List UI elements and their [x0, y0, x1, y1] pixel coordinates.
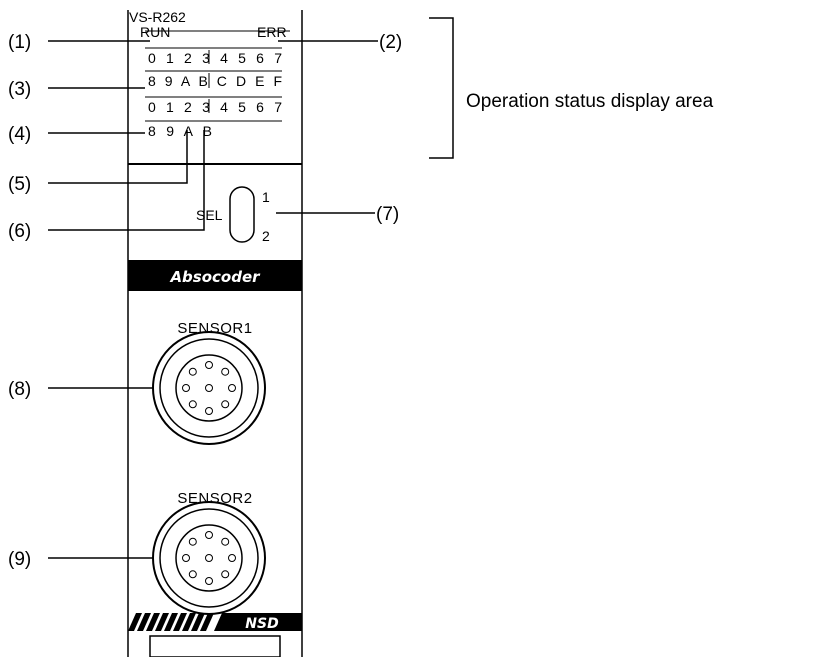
led-separators	[145, 47, 282, 122]
callout-1: (1)	[8, 32, 31, 53]
led-row-3: 0 1 2 3 4 5 6 7	[148, 99, 282, 115]
callout-7: (7)	[376, 204, 399, 225]
sensor1-label: SENSOR1	[177, 320, 252, 337]
sensor1-connector[interactable]	[152, 331, 266, 445]
callout-5: (5)	[8, 174, 31, 195]
sensor2-connector[interactable]	[152, 501, 266, 615]
led-row-4: 8 9 A B	[148, 123, 212, 139]
status-area-bracket	[429, 17, 454, 159]
led-row-1: 0 1 2 3 4 5 6 7	[148, 50, 282, 66]
callout-8: (8)	[8, 379, 31, 400]
callout-4: (4)	[8, 124, 31, 145]
sel-position-2: 2	[262, 228, 270, 244]
sel-switch-body[interactable]	[229, 186, 255, 243]
status-area-label: Operation status display area	[466, 91, 714, 112]
brand-bar	[128, 260, 302, 291]
callout-9: (9)	[8, 549, 31, 570]
callout-6: (6)	[8, 221, 31, 242]
sel-switch[interactable]	[229, 186, 255, 243]
maker-logo: NSD	[245, 616, 278, 632]
callout-3: (3)	[8, 79, 31, 100]
nameplate-slot	[149, 635, 281, 657]
callout-2: (2)	[379, 32, 402, 53]
bottom-stripes	[128, 613, 302, 631]
run-led-label: RUN	[140, 24, 170, 40]
model-name: VS-R262	[129, 9, 186, 25]
leader-lines	[48, 40, 378, 559]
brand-logo: Absocoder	[169, 268, 261, 286]
led-row-2: 8 9 A B C D E F	[148, 73, 282, 89]
module-body	[127, 10, 303, 657]
sel-position-1: 1	[262, 189, 270, 205]
err-led-label: ERR	[257, 24, 287, 40]
sel-label: SEL	[196, 207, 223, 223]
sensor2-label: SENSOR2	[177, 490, 252, 507]
